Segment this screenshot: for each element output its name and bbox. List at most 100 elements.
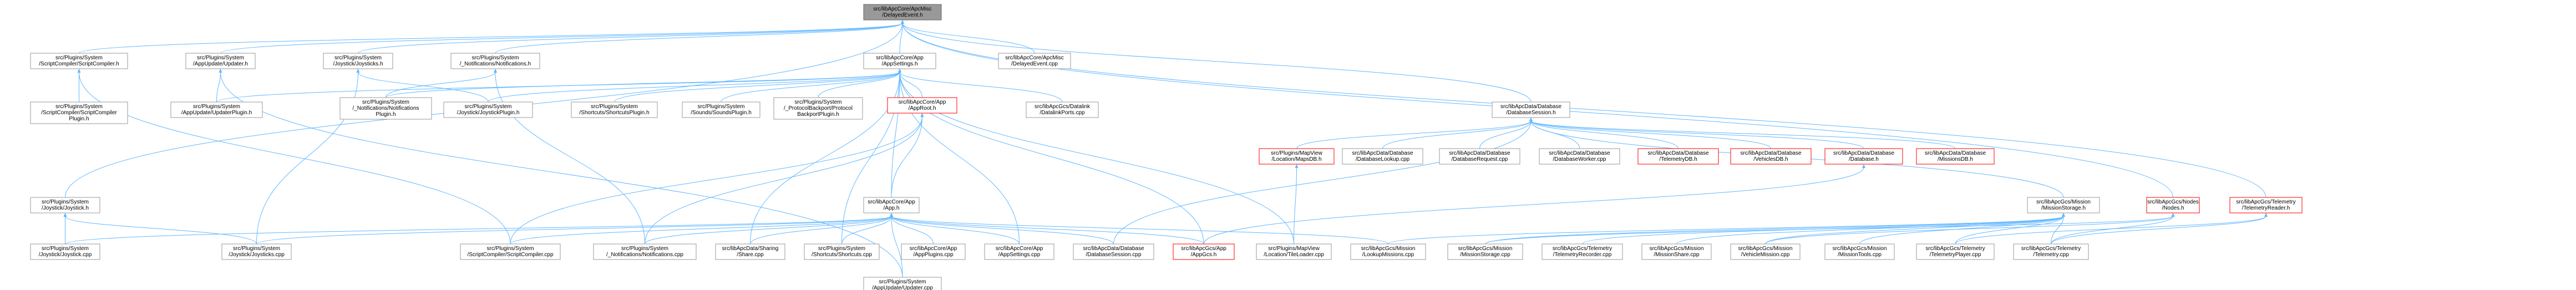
node-box [1026,101,1099,118]
graph-node[interactable]: src/libApcData/Database/Database.h [1824,148,1903,165]
graph-node[interactable]: src/Plugins/System/Joystick/Joysticks.cp… [221,243,292,260]
node-box [863,4,942,21]
dependency-edge [818,72,900,98]
node-label-line: /AppUpdate/Updater.cpp [872,285,933,290]
graph-node[interactable]: src/libApcGcs/Mission/LookupMissions.cpp [1350,243,1426,260]
graph-node[interactable]: src/libApcData/Database/MissionsDB.h [1916,148,1995,165]
graph-node[interactable]: src/libApcGcs/Mission/MissionTools.cpp [1824,243,1895,260]
node-label-line: /MissionStorage.cpp [1460,252,1510,258]
node-label-line: /AppSettings.cpp [998,252,1041,258]
graph-node[interactable]: src/libApcGcs/Telemetry/TelemetryReader.… [2229,197,2303,213]
graph-node[interactable]: src/libApcCore/App/AppPlugins.cpp [901,243,966,260]
graph-node[interactable]: src/Plugins/System/ScriptCompiler/Script… [460,243,561,260]
node-label-line: /App.h [884,205,900,211]
graph-node[interactable]: src/Plugins/System/Joystick/Joysticks.h [323,53,393,69]
node-label-line: /Share.cpp [737,252,764,258]
edge-arrowhead [901,20,904,24]
graph-node[interactable]: src/Plugins/System/_Notifications/Notifi… [450,53,540,69]
edge-arrowhead [77,69,81,73]
graph-node[interactable]: src/Plugins/MapView/Location/MapsDB.h [1259,148,1335,165]
dependency-edge [645,116,922,245]
graph-node[interactable]: src/libApcCore/App/App.h [863,197,920,213]
graph-node[interactable]: src/Plugins/System/AppUpdate/Updater.cpp [863,277,942,290]
graph-node[interactable]: src/Plugins/System/AppUpdate/UpdaterPlug… [170,101,263,118]
graph-node[interactable]: src/libApcGcs/App/AppGcs.h [1173,243,1235,260]
dependency-edge [891,116,922,198]
node-label-line: src/libApcData/Database [1549,150,1610,156]
node-label-line: src/Plugins/System [794,99,841,105]
graph-node[interactable]: src/Plugins/System/Joystick/Joystick.h [30,197,100,213]
dependency-edge [510,116,922,245]
node-label-line: /TelemetryDB.h [1659,156,1697,162]
node-label-line: /AppSettings.h [881,61,917,67]
node-label-line: src/libApcCore/ApcMisc [1005,55,1064,61]
edge-arrowhead [2171,213,2175,217]
node-label-line: /MissionShare.cpp [1654,252,1700,258]
dependency-edge [902,23,1035,54]
graph-node[interactable]: src/Plugins/System/_Notifications/Notifi… [593,243,697,260]
dependency-edge [899,72,922,98]
dependency-edge [1530,120,1956,149]
graph-node[interactable]: src/libApcGcs/Telemetry/TelemetryPlayer.… [1916,243,1995,260]
graph-node[interactable]: src/Plugins/MapView/Location/TileLoader.… [1256,243,1332,260]
graph-node[interactable]: src/libApcData/Sharing/Share.cpp [715,243,785,260]
node-box [30,53,128,69]
node-label-line: /TelemetryReader.h [2242,205,2290,211]
graph-node[interactable]: src/libApcCore/ApcMisc/DelayedEvent.cpp [998,53,1071,69]
graph-node[interactable]: src/libApcGcs/Mission/MissionShare.cpp [1641,243,1712,260]
graph-node[interactable]: src/Plugins/System/Shortcuts/ShortcutsPl… [571,101,658,118]
graph-node[interactable]: src/libApcData/Database/TelemetryDB.h [1637,148,1719,165]
node-label-line: src/Plugins/System [591,104,638,110]
node-box [1342,148,1423,165]
graph-node[interactable]: src/libApcCore/App/AppRoot.h [887,97,957,114]
graph-node[interactable]: src/Plugins/System/Sounds/SoundsPlugin.h [682,101,760,118]
graph-node[interactable]: src/libApcGcs/Mission/MissionStorage.cpp [1447,243,1523,260]
node-box [1730,243,1801,260]
graph-node[interactable]: src/libApcGcs/Mission/VehicleMission.cpp [1730,243,1801,260]
graph-node[interactable]: src/libApcGcs/Datalink/DatalinkPorts.cpp [1026,101,1099,118]
node-box [1824,243,1895,260]
dependency-edge [79,23,903,54]
node-box [339,97,432,120]
node-label-line: /ScriptCompiler/ScriptCompiler.cpp [467,252,553,258]
graph-node[interactable]: src/Plugins/System/AppUpdate/Updater.h [185,53,256,69]
graph-node[interactable]: src/Plugins/System/Joystick/JoystickPlug… [443,101,533,118]
node-label-line: src/libApcData/Database [1352,150,1413,156]
node-box [2027,197,2100,213]
node-label-line: Plugin.h [69,116,89,122]
graph-node[interactable]: src/libApcCore/App/AppSettings.cpp [984,243,1054,260]
graph-node[interactable]: src/libApcData/Database/DatabaseLookup.c… [1342,148,1423,165]
graph-node[interactable]: src/Plugins/System/_Notifications/Notifi… [339,97,432,120]
graph-node[interactable]: src/libApcCore/ApcMisc/DelayedEvent.h [863,4,942,21]
graph-node[interactable]: src/Plugins/System/Shortcuts/Shortcuts.c… [804,243,880,260]
node-box [1259,148,1335,165]
graph-node[interactable]: src/Plugins/System/ScriptCompiler/Script… [30,53,128,69]
node-label-line: src/libApcCore/App [910,246,957,252]
node-box [998,53,1071,69]
graph-node[interactable]: src/libApcCore/App/AppSettings.h [863,53,936,69]
graph-node[interactable]: src/libApcData/Database/DatabaseWorker.c… [1539,148,1620,165]
node-box [863,277,942,290]
dependency-edge [750,216,892,245]
dependency-edge [902,23,1532,103]
node-label-line: src/Plugins/System [233,246,280,252]
dependency-edge [1955,216,2266,245]
node-box [2146,197,2200,213]
graph-node[interactable]: src/libApcGcs/Telemetry/TelemetryRecorde… [1541,243,1623,260]
node-label-line: src/libApcCore/App [996,246,1043,252]
graph-node[interactable]: src/libApcData/Database/DatabaseSession.… [1073,243,1154,260]
graph-node[interactable]: src/libApcGcs/Mission/MissionStorage.h [2027,197,2100,213]
graph-node[interactable]: src/libApcData/Database/DatabaseRequest.… [1439,148,1520,165]
graph-node[interactable]: src/Plugins/System/_ProtocolBackport/Pro… [773,97,863,120]
graph-node[interactable]: src/libApcData/Database/DatabaseSession.… [1492,101,1570,118]
node-label-line: /DatabaseSession.h [1506,110,1556,116]
node-box [984,243,1054,260]
graph-node[interactable]: src/Plugins/System/Joystick/Joystick.cpp [30,243,100,260]
graph-node[interactable]: src/libApcGcs/Nodes/Nodes.h [2146,197,2200,213]
graph-node[interactable]: src/libApcData/Database/VehiclesDB.h [1730,148,1812,165]
node-box [715,243,785,260]
graph-node[interactable]: src/Plugins/System/ScriptCompiler/Script… [30,101,128,124]
dependency-edge [1530,120,1679,149]
graph-node[interactable]: src/libApcGcs/Telemetry/Telemetry.cpp [2013,243,2089,260]
dependency-edge [1530,120,1864,149]
